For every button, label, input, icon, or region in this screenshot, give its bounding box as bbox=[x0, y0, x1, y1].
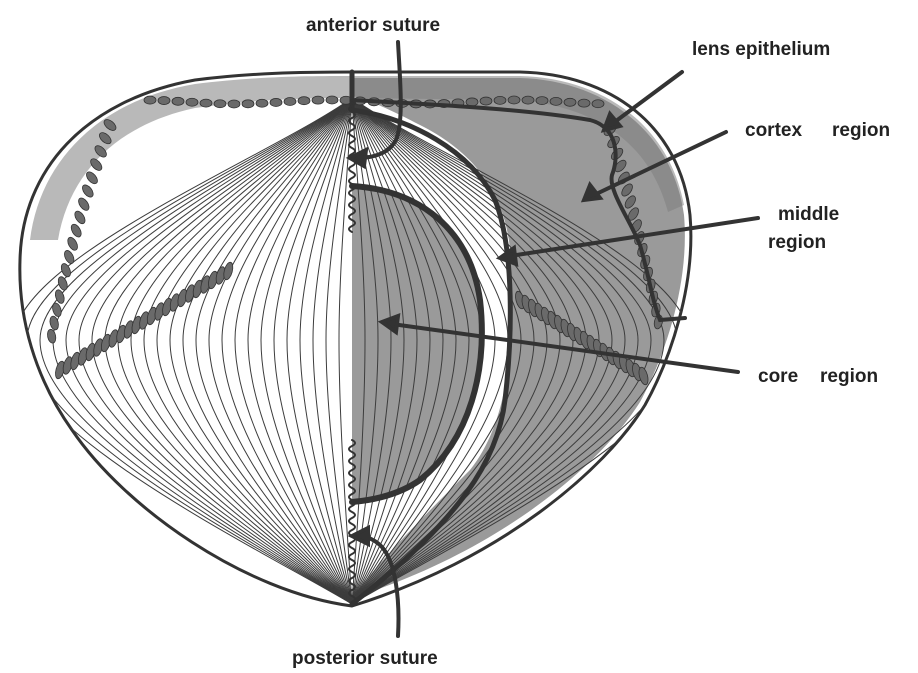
core-region-label-line2: region bbox=[820, 366, 878, 387]
nucleus bbox=[270, 98, 282, 106]
lens-epithelium-arrow bbox=[612, 72, 682, 124]
anterior-suture-label: anterior suture bbox=[306, 15, 440, 36]
nucleus bbox=[578, 99, 590, 107]
posterior-suture-label: posterior suture bbox=[292, 648, 438, 669]
nucleus bbox=[256, 99, 268, 107]
middle-region-label-line2: region bbox=[768, 232, 826, 253]
nucleus bbox=[186, 98, 198, 106]
nucleus bbox=[326, 96, 338, 104]
nucleus bbox=[312, 96, 324, 104]
nucleus bbox=[144, 96, 156, 104]
core-region-label-line1: core bbox=[758, 366, 798, 387]
lens-epithelium-label: lens epithelium bbox=[692, 39, 830, 60]
nucleus bbox=[242, 100, 254, 108]
cortex-region-label-line2: region bbox=[832, 120, 890, 141]
nucleus bbox=[536, 97, 548, 105]
nucleus bbox=[214, 100, 226, 108]
nucleus bbox=[494, 96, 506, 104]
nucleus bbox=[466, 98, 478, 106]
nucleus bbox=[592, 100, 604, 108]
nucleus bbox=[298, 97, 310, 105]
nucleus bbox=[522, 96, 534, 104]
middle-region-label-line1: middle bbox=[778, 204, 839, 225]
nucleus bbox=[172, 97, 184, 105]
nucleus bbox=[284, 98, 296, 106]
cortex-region-label-line1: cortex bbox=[745, 120, 802, 141]
nucleus bbox=[200, 99, 212, 107]
nucleus bbox=[228, 100, 240, 108]
nucleus bbox=[564, 98, 576, 106]
nucleus bbox=[480, 97, 492, 105]
nucleus bbox=[550, 97, 562, 105]
nucleus bbox=[158, 97, 170, 105]
nucleus bbox=[508, 96, 520, 104]
